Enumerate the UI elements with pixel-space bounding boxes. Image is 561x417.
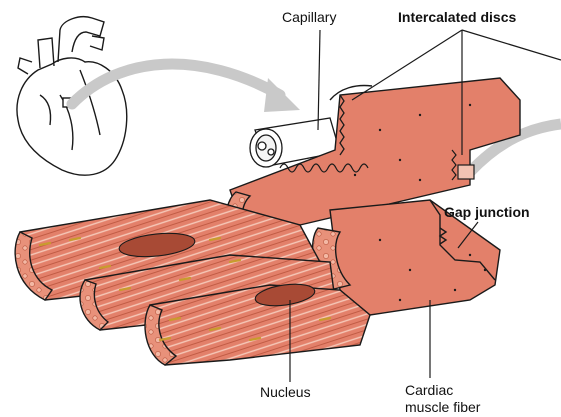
striated-fibers (15, 200, 370, 365)
label-capillary: Capillary (282, 9, 336, 26)
capillary-leader (318, 30, 320, 130)
label-nucleus: Nucleus (260, 384, 311, 401)
label-cardiac-line2: muscle fiber (405, 399, 480, 416)
label-cardiac-line1: Cardiac (405, 382, 480, 399)
gap-junction-box (458, 165, 474, 179)
label-intercalated-discs: Intercalated discs (398, 9, 516, 26)
intercalated-leader-3 (462, 30, 561, 60)
label-cardiac-muscle-fiber: Cardiac muscle fiber (405, 382, 480, 416)
heart-icon (17, 17, 127, 175)
label-gap-junction: Gap junction (444, 204, 530, 221)
arrow-head-icon (264, 78, 300, 112)
